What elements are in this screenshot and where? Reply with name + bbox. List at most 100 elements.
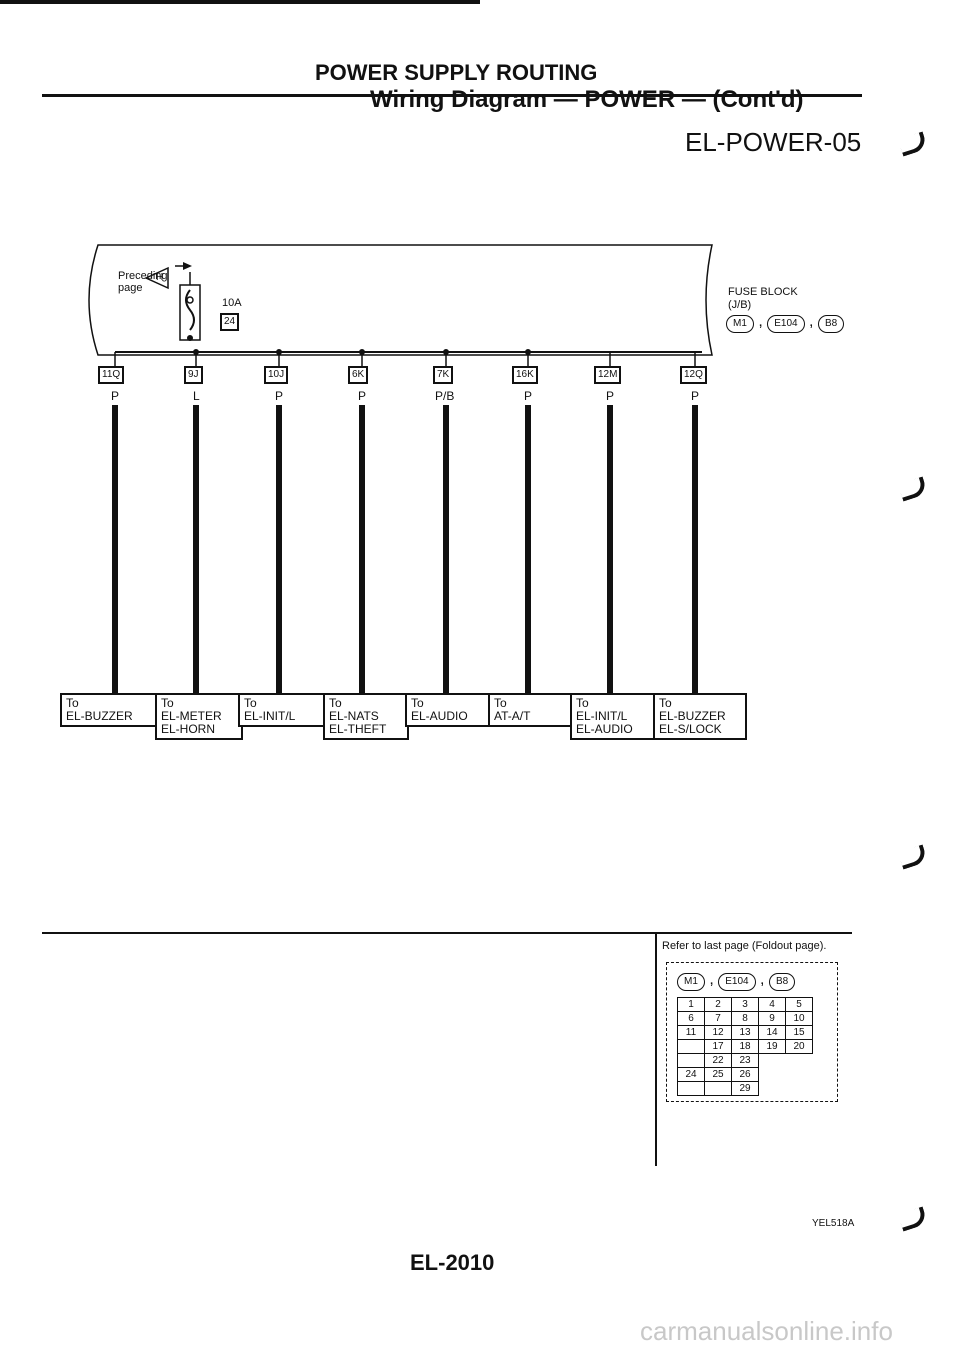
pin-cell: 6 (677, 1011, 705, 1026)
connector-pill: E104 (767, 315, 805, 333)
connector-pill: E104 (718, 973, 756, 991)
margin-hook-icon (897, 1206, 929, 1232)
pin-cell (677, 1081, 705, 1096)
dest-line: EL-THEFT (329, 722, 387, 736)
connector-ref-pills: M1 , E104 , B8 (677, 971, 796, 991)
dest-line: EL-HORN (161, 722, 216, 736)
connector-pin-grid: 1 2 3 4 5 6 7 8 9 10 11 12 13 14 15 17 1… (677, 997, 813, 1096)
dest-line: To (494, 696, 507, 710)
diagram-title: Wiring Diagram — POWER — (Cont'd) (370, 86, 804, 113)
pin-cell: 26 (731, 1067, 759, 1082)
wire-color-label: L (193, 389, 200, 403)
pin-cell: 2 (704, 997, 732, 1012)
pin-cell: 25 (704, 1067, 732, 1082)
pin-cell: 12 (704, 1025, 732, 1040)
preceding-page-ref: H (156, 272, 164, 283)
wire-color-label: P (358, 389, 367, 403)
fuse-block-label: FUSE BLOCK (728, 286, 798, 298)
destination-box: To EL-BUZZER (60, 693, 160, 727)
dest-line: EL-INIT/L (576, 709, 628, 723)
connector-pill: B8 (817, 315, 845, 333)
destination-box: To EL-NATS EL-THEFT (323, 693, 409, 740)
pin-cell (677, 1053, 705, 1068)
pin-cell (704, 1081, 732, 1096)
preceding-page-label: Preceding page (118, 270, 168, 294)
dest-line: EL-METER (161, 709, 222, 723)
pin-cell: 9 (758, 1011, 786, 1026)
wire-color-label: P (691, 389, 700, 403)
destination-box: To EL-INIT/L (238, 693, 326, 727)
wire-color-label: P (524, 389, 533, 403)
terminal-box: 6K (348, 366, 369, 384)
connector-pill: M1 (726, 315, 754, 333)
pin-cell: 3 (731, 997, 759, 1012)
page-number: EL-2010 (410, 1250, 495, 1275)
pin-cell: 7 (704, 1011, 732, 1026)
pin-cell: 13 (731, 1025, 759, 1040)
dest-line: To (161, 696, 174, 710)
pin-cell: 22 (704, 1053, 732, 1068)
dest-line: To (66, 696, 79, 710)
pin-cell-empty (786, 1082, 813, 1096)
fuse-block-connectors: M1 , E104 , B8 (726, 313, 845, 333)
pin-cell: 10 (785, 1011, 813, 1026)
connector-pill: B8 (768, 973, 796, 991)
dest-line: To (576, 696, 589, 710)
destination-box: To EL-AUDIO (405, 693, 491, 727)
pin-cell: 23 (731, 1053, 759, 1068)
connector-ref-panel: M1 , E104 , B8 1 2 3 4 5 6 7 8 9 10 11 1… (666, 962, 838, 1102)
wire-color-label: P (275, 389, 284, 403)
top-edge-line (0, 0, 480, 4)
fuse-block-sublabel: (J/B) (728, 299, 752, 311)
pin-cell: 5 (785, 997, 813, 1012)
pin-cell: 29 (731, 1081, 759, 1096)
wire-color-label: P (606, 389, 615, 403)
fuse-rating: 10A (222, 297, 242, 309)
pin-cell: 24 (677, 1067, 705, 1082)
dest-line: To (329, 696, 342, 710)
dest-line: EL-AUDIO (411, 709, 468, 723)
margin-hook-icon (897, 844, 929, 870)
dest-line: To (411, 696, 424, 710)
dest-line: EL-BUZZER (659, 709, 726, 723)
pin-cell-empty (786, 1068, 813, 1082)
pin-cell-empty (759, 1082, 786, 1096)
pin-cell: 14 (758, 1025, 786, 1040)
header-rule (42, 94, 862, 97)
dest-line: EL-INIT/L (244, 709, 296, 723)
pin-cell-empty (759, 1068, 786, 1082)
section-title: POWER SUPPLY ROUTING (315, 60, 598, 85)
terminal-box: 16K (512, 366, 538, 384)
pin-cell: 15 (785, 1025, 813, 1040)
dest-line: EL-NATS (329, 709, 379, 723)
diagram-code: EL-POWER-05 (685, 127, 862, 157)
wire-color-label: P/B (435, 389, 455, 403)
figure-code: YEL518A (812, 1218, 855, 1229)
destination-box: To EL-BUZZER EL-S/LOCK (653, 693, 747, 740)
destination-box: To AT-A/T (488, 693, 574, 727)
pin-cell: 19 (758, 1039, 786, 1054)
destination-box: To EL-METER EL-HORN (155, 693, 243, 740)
terminal-box: 7K (433, 366, 454, 384)
pin-cell-empty (786, 1054, 813, 1068)
terminal-box: 9J (184, 366, 203, 384)
pin-cell: 11 (677, 1025, 705, 1040)
wire-color-label: P (111, 389, 120, 403)
dest-line: To (659, 696, 672, 710)
dest-line: To (244, 696, 257, 710)
pin-cell: 17 (704, 1039, 732, 1054)
terminal-box: 12Q (680, 366, 707, 384)
pin-cell-empty (759, 1054, 786, 1068)
destination-box: To EL-INIT/L EL-AUDIO (570, 693, 656, 740)
fuse-number: 24 (220, 313, 240, 331)
pin-cell (677, 1039, 705, 1054)
watermark: carmanualsonline.info (640, 1316, 893, 1346)
dest-line: EL-AUDIO (576, 722, 633, 736)
pin-cell: 8 (731, 1011, 759, 1026)
pin-cell: 1 (677, 997, 705, 1012)
connector-pill: M1 (677, 973, 705, 991)
terminal-box: 11Q (98, 366, 125, 384)
dest-line: EL-S/LOCK (659, 722, 722, 736)
dest-line: EL-BUZZER (66, 709, 133, 723)
wiring-diagram (88, 244, 713, 694)
